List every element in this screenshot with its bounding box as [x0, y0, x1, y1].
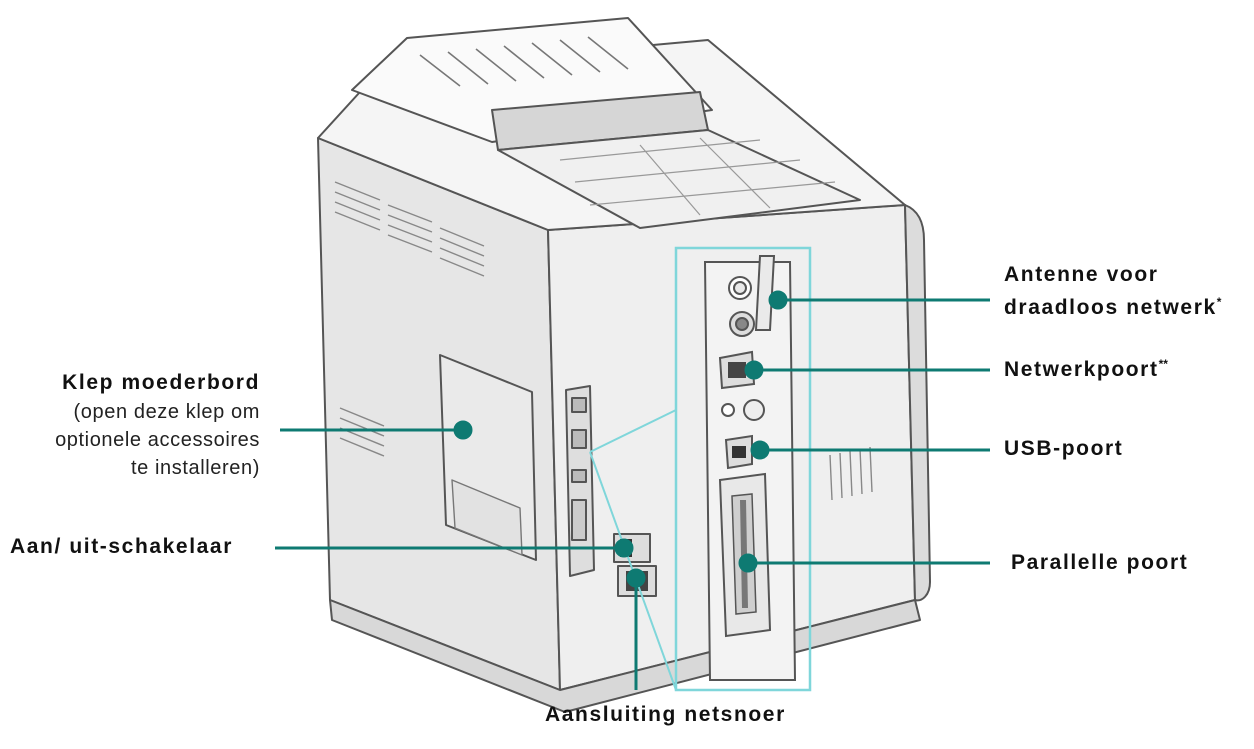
antenna	[754, 255, 776, 331]
label-antenna-text: draadloos netwerk	[1004, 296, 1217, 319]
callout-dot-network	[744, 360, 764, 380]
label-antenna-line1: Antenne voor	[1004, 263, 1159, 286]
label-antenna-mark: *	[1216, 295, 1222, 309]
label-motherboard-desc1: (open deze klep om	[73, 401, 260, 423]
label-motherboard-desc3: te installeren)	[130, 457, 260, 479]
callout-dot-antenna	[768, 290, 788, 310]
callout-dot-power-switch	[614, 538, 634, 558]
highlight-frame	[674, 246, 812, 692]
output-tray	[497, 129, 861, 229]
callout-dot-usb	[750, 440, 770, 460]
printer-illustration	[317, 17, 931, 713]
label-antenna-line2: draadloos netwerk*	[1004, 295, 1221, 320]
printer-right-edge	[904, 204, 931, 602]
label-motherboard-title: Klep moederbord	[62, 371, 260, 394]
label-parallel: Parallelle poort	[1011, 551, 1189, 574]
callout-dot-motherboard	[453, 420, 473, 440]
callouts	[275, 290, 990, 690]
label-power-cord: Aansluiting netsnoer	[545, 703, 786, 726]
printer-base	[329, 599, 921, 713]
label-motherboard-desc2: optionele accessoires	[55, 429, 260, 451]
label-network-mark: **	[1158, 357, 1168, 371]
label-power-switch: Aan/ uit-schakelaar	[10, 535, 233, 558]
callout-dot-power-cord	[626, 568, 646, 588]
label-network: Netwerkpoort**	[1004, 357, 1168, 382]
label-usb: USB-poort	[1004, 437, 1124, 460]
callout-dot-parallel	[738, 553, 758, 573]
label-network-text: Netwerkpoort	[1004, 358, 1159, 381]
